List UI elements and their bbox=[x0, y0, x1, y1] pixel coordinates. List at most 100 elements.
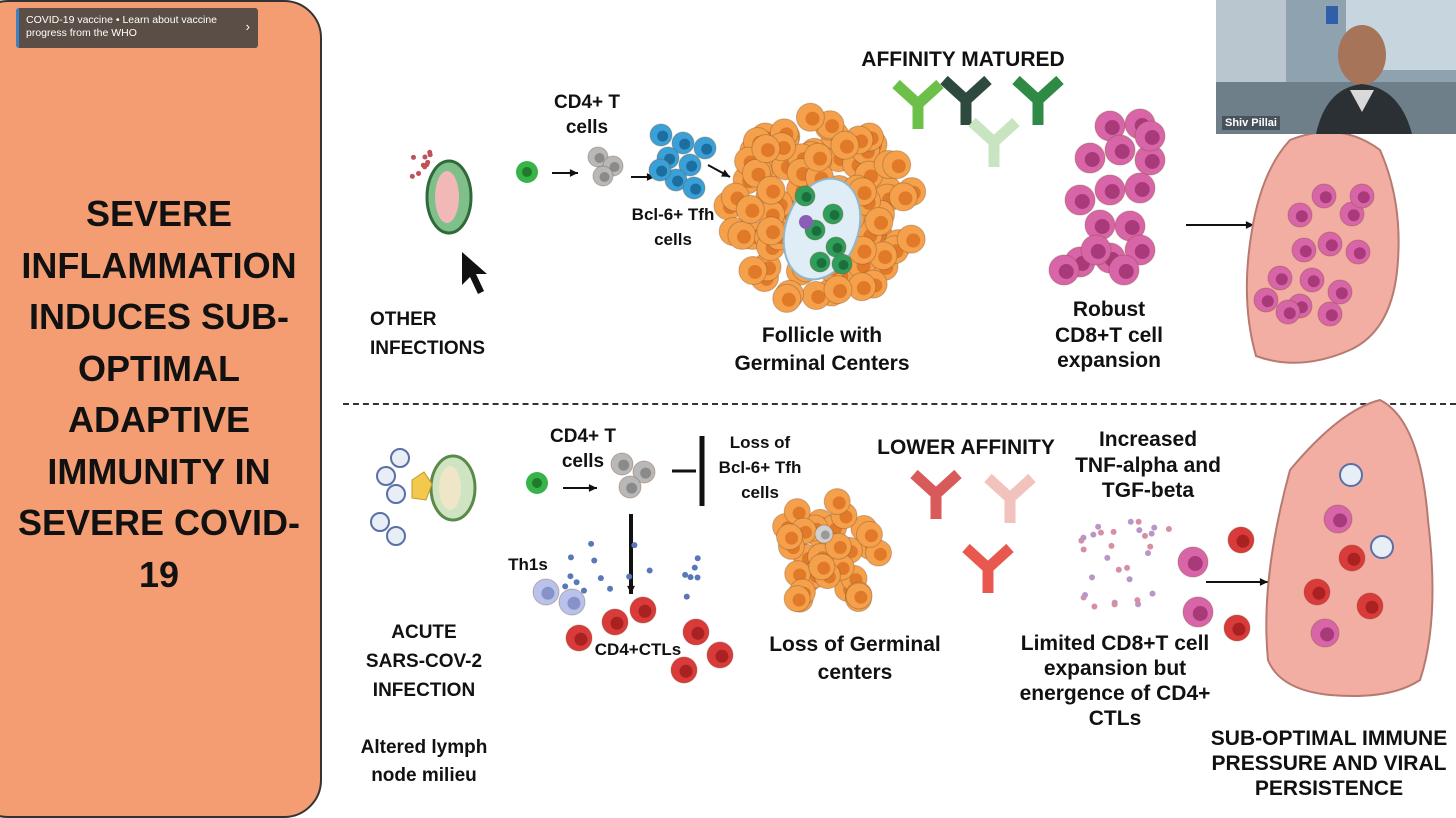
top-arrow-4-head bbox=[1245, 221, 1254, 229]
antibody-pale-1 bbox=[968, 117, 1020, 167]
lung-bottom-ctl-nucleus bbox=[1312, 586, 1326, 600]
follicle-cell-nucleus bbox=[857, 186, 872, 201]
virus-particle-top bbox=[424, 162, 430, 168]
sars-cov-2-virus bbox=[370, 512, 390, 532]
lung-cd8-cell-nucleus bbox=[1357, 191, 1370, 204]
lung-cd8-cell-nucleus bbox=[1295, 210, 1308, 223]
bottom-cd4-label: CD4+ T cells bbox=[550, 426, 616, 472]
cytokine-droplet bbox=[1127, 518, 1134, 525]
tfh-cell-nucleus bbox=[679, 138, 691, 150]
bottom-arrow-1-head bbox=[588, 484, 597, 492]
lung-cd8-cell-nucleus bbox=[1335, 287, 1348, 300]
loss-tfh-label: Loss of Bcl-6+ Tfh cells bbox=[718, 433, 802, 502]
virus-particle-top bbox=[410, 154, 416, 160]
cytokine-droplet bbox=[1090, 531, 1097, 538]
cytokine-droplet bbox=[1095, 523, 1102, 530]
altered-milieu-label: Altered lymph node milieu bbox=[360, 737, 488, 786]
lung-cd8-cell-nucleus bbox=[1261, 295, 1274, 308]
cytokine-droplet-blue bbox=[567, 573, 574, 580]
affinity-matured-label: AFFINITY MATURED bbox=[861, 48, 1065, 71]
cd8-cell-nucleus bbox=[1104, 120, 1120, 135]
cytokine-label: Increased TNF-alpha and TGF-beta bbox=[1075, 428, 1221, 502]
cytokine-droplet bbox=[1124, 564, 1131, 571]
cd4-ctl-cell-nucleus bbox=[715, 649, 729, 663]
cytokine-droplet bbox=[1151, 524, 1158, 531]
virus-particle-top bbox=[416, 170, 422, 176]
small-follicle-cell-nucleus bbox=[873, 547, 887, 561]
section-divider bbox=[343, 403, 1456, 405]
cytokine-droplet bbox=[1134, 597, 1141, 604]
sars-cov-2-virus bbox=[390, 448, 410, 468]
cd4-cell-bottom-nucleus bbox=[626, 482, 638, 494]
lung-cd8-cell-nucleus bbox=[1319, 191, 1332, 204]
participant-image bbox=[1216, 0, 1456, 134]
cytokine-droplet-blue bbox=[588, 540, 595, 547]
cd8-cell-nucleus bbox=[1104, 184, 1120, 199]
lung-cd8-cell-nucleus bbox=[1299, 245, 1312, 258]
cd8-cell-nucleus bbox=[1094, 219, 1110, 234]
cytokine-droplet-blue bbox=[626, 573, 633, 580]
chevron-right-icon[interactable]: › bbox=[245, 19, 250, 34]
bottom-arrow-down-head bbox=[627, 585, 635, 594]
cytokine-droplet bbox=[1104, 554, 1111, 561]
virus-particle-top bbox=[427, 152, 433, 158]
cd8-cell-bottom-nucleus bbox=[1187, 556, 1203, 571]
sars-cov-2-virus bbox=[386, 526, 406, 546]
lung-bottom-ctl-nucleus bbox=[1365, 600, 1379, 614]
th1-cell-nucleus bbox=[541, 586, 555, 600]
cd8-cell-nucleus bbox=[1074, 194, 1090, 209]
follicle-cell-nucleus bbox=[751, 167, 766, 182]
cytokine-droplet bbox=[1145, 550, 1152, 557]
antibody-red-2 bbox=[962, 543, 1014, 593]
small-follicle-cell-nucleus bbox=[793, 568, 807, 582]
germinal-b-cell-nucleus bbox=[811, 226, 822, 236]
sars-cov-2-virus bbox=[386, 484, 406, 504]
follicle-cell-nucleus bbox=[781, 292, 796, 307]
virus-particle-top bbox=[409, 173, 415, 179]
lung-cd8-cell-nucleus bbox=[1275, 273, 1288, 286]
top-tfh-label: Bcl-6+ Tfh cells bbox=[631, 205, 715, 249]
antibody-pink-1 bbox=[984, 473, 1036, 523]
cytokine-droplet bbox=[1080, 546, 1087, 553]
naive-cell-bottom-nucleus bbox=[532, 478, 542, 488]
lung-cd8-cell-nucleus bbox=[1325, 239, 1338, 252]
lung-virus bbox=[1339, 463, 1363, 487]
cytokine-droplet-blue bbox=[687, 574, 694, 581]
germinal-b-cell-nucleus bbox=[838, 260, 849, 270]
cytokine-droplet bbox=[1097, 529, 1104, 536]
cytokine-droplet-blue bbox=[580, 587, 587, 594]
cytokine-droplet bbox=[1148, 530, 1155, 537]
follicle-cell-nucleus bbox=[857, 244, 872, 259]
title-panel bbox=[0, 0, 322, 818]
follicle-cell-nucleus bbox=[765, 225, 780, 240]
cd8-cell-nucleus bbox=[1124, 220, 1140, 235]
immune-pressure-label: SUB-OPTIMAL IMMUNE PRESSURE AND VIRAL PE… bbox=[1210, 727, 1448, 800]
follicle-cell-nucleus bbox=[856, 281, 871, 296]
top-arrow-1-head bbox=[569, 169, 578, 177]
germinal-b-cell-nucleus bbox=[832, 243, 843, 253]
dendritic-cell-bottom bbox=[411, 471, 433, 501]
follicle-cell-nucleus bbox=[906, 233, 921, 248]
cytokine-droplet-blue bbox=[573, 579, 580, 586]
cytokine-droplet bbox=[1141, 532, 1148, 539]
cytokine-droplet-blue bbox=[597, 575, 604, 582]
cytokine-droplet bbox=[1149, 590, 1156, 597]
cd8-cell-bottom-nucleus bbox=[1192, 606, 1208, 621]
cd8-cell-nucleus bbox=[1058, 264, 1074, 279]
small-follicle-cell-nucleus bbox=[792, 593, 806, 607]
naive-cell-top-nucleus bbox=[522, 167, 532, 177]
lung-cd8-cell-nucleus bbox=[1283, 307, 1296, 320]
cd8-cell-nucleus bbox=[1114, 144, 1130, 159]
vaccine-notification[interactable]: COVID-19 vaccine • Learn about vaccine p… bbox=[16, 8, 258, 48]
top-cd4-label: CD4+ T cells bbox=[554, 92, 620, 138]
follicle-cell-nucleus bbox=[839, 139, 854, 154]
cytokine-droplet bbox=[1111, 601, 1118, 608]
antibody-dark-1 bbox=[940, 75, 992, 125]
germinal-b-cell-nucleus bbox=[829, 210, 840, 220]
cytokine-droplet bbox=[1135, 518, 1142, 525]
limited-cd8-label: Limited CD8+T cell expansion but energen… bbox=[1019, 632, 1211, 730]
antibody-green-2 bbox=[1012, 75, 1064, 125]
germinal-b-cell-nucleus bbox=[816, 258, 827, 268]
cd8-cell-nucleus bbox=[1084, 152, 1100, 167]
